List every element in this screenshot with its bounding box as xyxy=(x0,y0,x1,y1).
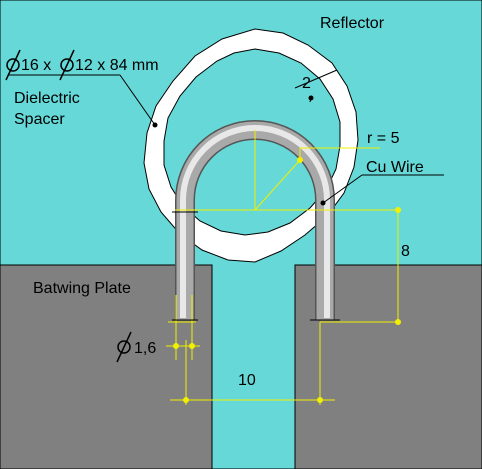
spacer-label-line1: Dielectric xyxy=(14,90,80,107)
height-label: 8 xyxy=(401,243,410,260)
spacer-dimension-a: 16 x xyxy=(21,57,51,74)
diameter-symbol-icon xyxy=(5,49,21,81)
reflector-label: Reflector xyxy=(320,15,385,32)
spacer-dimension-b: 12 x 84 mm xyxy=(75,57,159,74)
spacer-label-line2: Spacer xyxy=(14,111,65,128)
dimension-points xyxy=(173,157,401,403)
wire-diameter-label: 1,6 xyxy=(134,340,156,357)
diameter-symbol-icon xyxy=(59,49,75,81)
cu-wire-highlight xyxy=(180,125,330,318)
wall-thickness-label: 2 xyxy=(302,75,311,92)
batwing-plate-label: Batwing Plate xyxy=(33,280,131,297)
leader-lines xyxy=(8,69,444,321)
diameter-symbol-icon xyxy=(116,331,132,363)
cu-wire-label: Cu Wire xyxy=(366,159,424,176)
radius-label: r = 5 xyxy=(367,130,400,147)
leader-points xyxy=(152,95,326,206)
dielectric-spacer-inner xyxy=(163,48,341,236)
gap-label: 10 xyxy=(238,372,256,389)
